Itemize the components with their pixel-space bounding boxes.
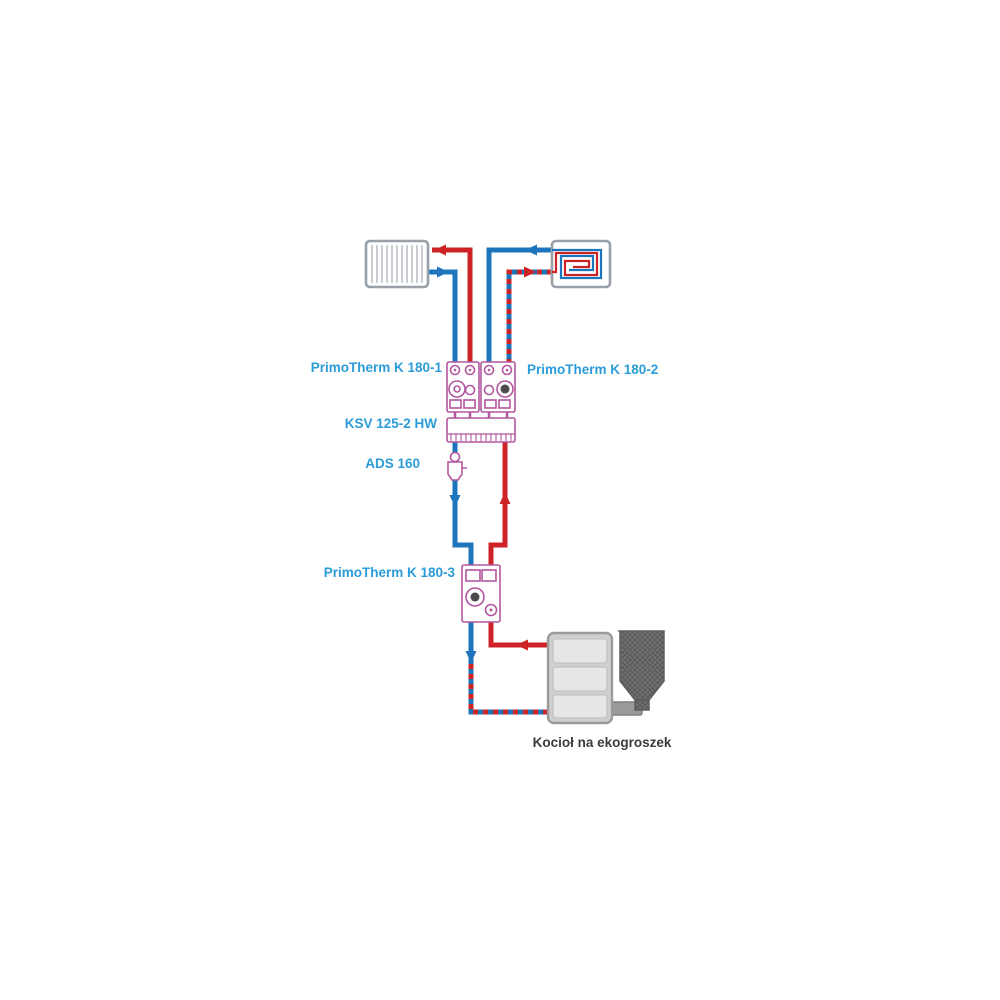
manifold-ksv (446, 417, 516, 443)
arrow-left-supply-boiler (516, 639, 528, 651)
floor-coil-return-spiral (552, 248, 603, 280)
mixed-supply-pipe-floor-stripe (506, 269, 552, 368)
boiler (546, 630, 665, 725)
thermometer-dot (487, 368, 491, 372)
supply-pipe-mid (488, 442, 508, 568)
label-pump-group-3: PrimoTherm K 180-3 (324, 565, 456, 580)
label-boiler: Kocioł na ekogroszek (533, 735, 672, 750)
arrow-right-return-radiator (437, 266, 449, 278)
label-manifold: KSV 125-2 HW (345, 416, 438, 431)
manifold-ticks (450, 434, 512, 441)
supply-pipe-boiler (488, 619, 560, 648)
insulation-block (498, 399, 511, 409)
label-pump-group-1: PrimoTherm K 180-1 (311, 360, 443, 375)
insulation-block (449, 399, 462, 409)
boiler-panel (552, 666, 608, 692)
flow-arrows (434, 244, 537, 663)
fuel-hopper (618, 630, 665, 701)
radiator (364, 239, 430, 289)
boiler-panel (552, 694, 608, 719)
pump-motor (500, 384, 510, 394)
return-pipe-boiler-base (468, 664, 560, 715)
arrow-left-return-floor (525, 244, 537, 256)
manifold-stubs (453, 412, 509, 418)
arrow-down-return-mid (449, 495, 461, 507)
thermometer-dot (505, 368, 509, 372)
insulation-block (463, 399, 476, 409)
control-box (465, 569, 481, 582)
floor-coil-supply-spiral (552, 251, 599, 277)
pump-group-2 (480, 361, 516, 413)
arrow-down-return-boiler (465, 651, 477, 663)
radiator-fins (371, 245, 423, 283)
pump-group-1 (446, 361, 480, 413)
arrow-left-supply-radiator (434, 244, 446, 256)
arrow-right-supply-floor (524, 266, 536, 278)
air-separator-ads (447, 451, 467, 481)
valve-dot (489, 608, 493, 612)
return-pipe-boiler-stripe (468, 664, 560, 715)
labels: PrimoTherm K 180-1 PrimoTherm K 180-2 KS… (311, 360, 672, 750)
insulation-block (484, 399, 497, 409)
label-air-separator: ADS 160 (365, 456, 420, 471)
return-pipe-radiator (428, 269, 458, 368)
pump-group-3 (461, 564, 501, 623)
boiler-panel (552, 638, 608, 664)
valve-icon (483, 384, 495, 396)
return-pipe-mid (452, 442, 474, 568)
pipes (428, 247, 560, 715)
return-pipe-floor (486, 247, 552, 368)
floor-heating-coil (550, 239, 612, 289)
valve-icon (464, 384, 476, 396)
thermometer-dot (468, 368, 472, 372)
separator-body (447, 461, 463, 481)
mixed-supply-pipe-floor-base (506, 269, 552, 368)
arrow-up-supply-mid (499, 492, 511, 504)
pump-motor (470, 592, 480, 602)
hopper-stem (634, 699, 650, 711)
control-box (481, 569, 497, 582)
label-pump-group-2: PrimoTherm K 180-2 (527, 362, 658, 377)
vent-cap-icon (449, 451, 461, 463)
pump-hub (453, 385, 461, 393)
manifold-body (446, 417, 516, 443)
thermometer-dot (453, 368, 457, 372)
